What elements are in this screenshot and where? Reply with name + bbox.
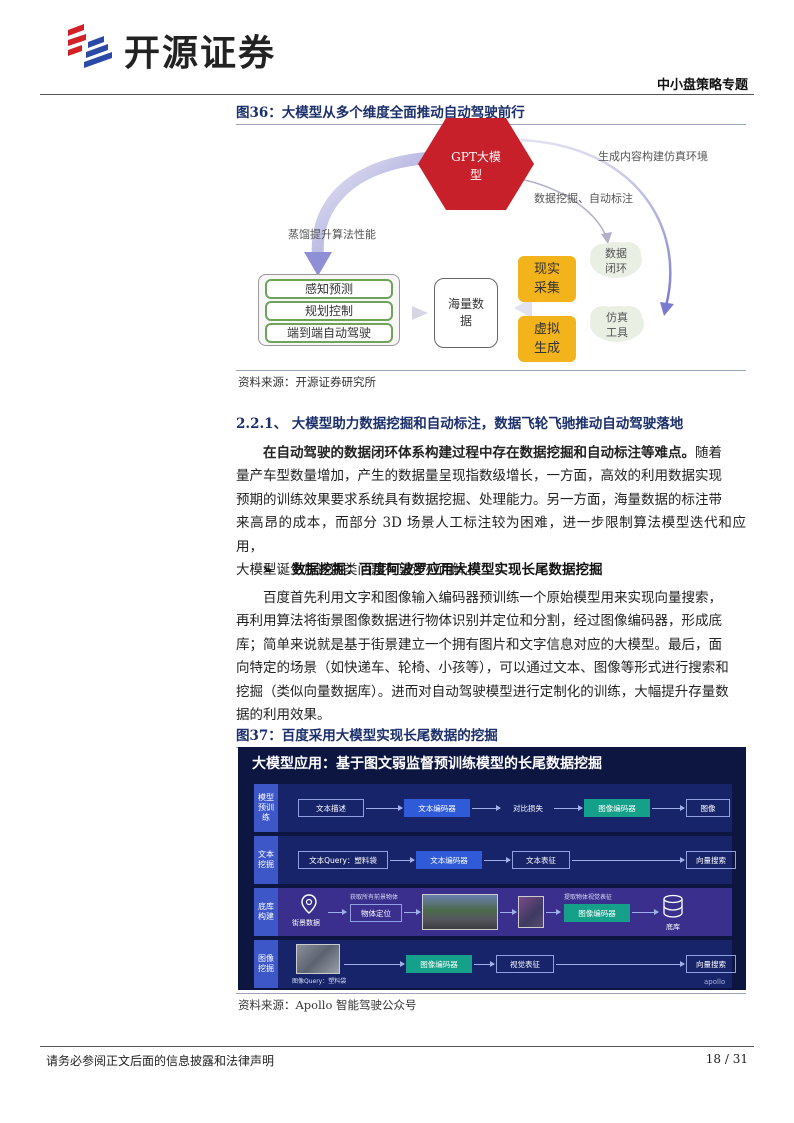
screenshot-title: 大模型应用：基于图文弱监督预训练模型的长尾数据挖掘 bbox=[252, 756, 602, 772]
row-image-mining: 图像挖掘 图像Query：塑料袋 图像编码器 视觉表征 向量搜索 apollo bbox=[254, 940, 736, 988]
company-logo-text: 开源证券 bbox=[124, 33, 277, 74]
capability-stack: 感知预测 规划控制 端到端自动驾驶 bbox=[258, 274, 400, 346]
header-divider bbox=[40, 94, 754, 95]
database-icon bbox=[663, 894, 683, 918]
footer-disclaimer: 请务必参阅正文后面的信息披露和法律声明 bbox=[46, 1054, 275, 1068]
row-text-mining: 文本挖掘 文本Query：塑料袋 文本编码器 文本表征 向量搜索 bbox=[254, 836, 736, 884]
label-data-mining: 数据挖掘、自动标注 bbox=[534, 192, 633, 205]
box-planning: 规划控制 bbox=[265, 301, 393, 321]
row-pretrain: 模型预训练 文本描述 文本编码器 对比损失 图像编码器 图像 bbox=[254, 784, 732, 832]
query-image-photo bbox=[296, 944, 340, 974]
cloud-sim-tool-label: 仿真工具 bbox=[606, 311, 628, 339]
paragraph-1-bold: 在自动驾驶的数据闭环体系构建过程中存在数据挖掘和自动标注等难点。 bbox=[263, 445, 695, 461]
cloud-data-loop bbox=[590, 242, 642, 278]
report-section-tag: 中小盘策略专题 bbox=[656, 78, 748, 93]
figure-36-diagram: GPT大模型 生成内容构建仿真环境 数据挖掘、自动标注 蒸馏提升算法性能 感知预… bbox=[236, 118, 746, 368]
label-distillation: 蒸馏提升算法性能 bbox=[288, 228, 376, 241]
bullet-marker-icon: ➢ bbox=[262, 562, 274, 578]
hexagon-label: GPT大模型 bbox=[451, 150, 501, 182]
label-generate-sim: 生成内容构建仿真环境 bbox=[598, 150, 708, 163]
section-heading: 2.2.1、 大模型助力数据挖掘和自动标注，数据飞轮飞驰推动自动驾驶落地 bbox=[236, 416, 684, 432]
diagram-arrows bbox=[304, 118, 674, 320]
box-end-to-end: 端到端自动驾驶 bbox=[265, 323, 393, 343]
location-pin-icon bbox=[301, 894, 317, 914]
box-virtual-generation: 虚拟生成 bbox=[518, 316, 576, 362]
street-photo bbox=[422, 894, 498, 930]
company-logo-icon bbox=[68, 24, 112, 68]
figure-36-source: 资料来源：开源证券研究所 bbox=[238, 375, 376, 389]
footer-divider bbox=[40, 1046, 754, 1047]
figure-37-screenshot: 大模型应用：基于图文弱监督预训练模型的长尾数据挖掘 模型预训练 文本描述 文本编… bbox=[238, 747, 746, 990]
cloud-sim-tool bbox=[590, 306, 644, 342]
apollo-watermark: apollo bbox=[704, 978, 726, 986]
bullet-heading: ➢ 数据挖掘：百度阿波罗应用大模型实现长尾数据挖掘 bbox=[262, 562, 603, 578]
figure-36-source-divider bbox=[236, 370, 746, 371]
paragraph-1: 在自动驾驶的数据闭环体系构建过程中存在数据挖掘和自动标注等难点。随着 量产车型数… bbox=[236, 445, 746, 579]
figure-37-source-divider bbox=[236, 993, 746, 994]
paragraph-2: 百度首先利用文字和图像输入编码器预训练一个原始模型用来实现向量搜索， 再利用算法… bbox=[236, 590, 729, 724]
cloud-data-loop-label: 数据闭环 bbox=[605, 247, 627, 275]
box-perception: 感知预测 bbox=[265, 279, 393, 299]
row-base-build: 底库构建 街景数据 获取所有前景物体 物体定位 提取物体视觉表征 图像编码器 bbox=[254, 888, 732, 936]
figure-37-source: 资料来源：Apollo 智能驾驶公众号 bbox=[238, 998, 417, 1012]
box-real-collection: 现实采集 bbox=[518, 256, 576, 302]
page-number: 18 / 31 bbox=[705, 1052, 748, 1066]
gpt-model-hexagon bbox=[418, 118, 534, 210]
figure-37-caption: 图37：百度采用大模型实现长尾数据的挖掘 bbox=[236, 724, 746, 748]
object-crop-photo bbox=[518, 896, 544, 928]
massive-data-box: 海量数据 bbox=[434, 278, 498, 348]
